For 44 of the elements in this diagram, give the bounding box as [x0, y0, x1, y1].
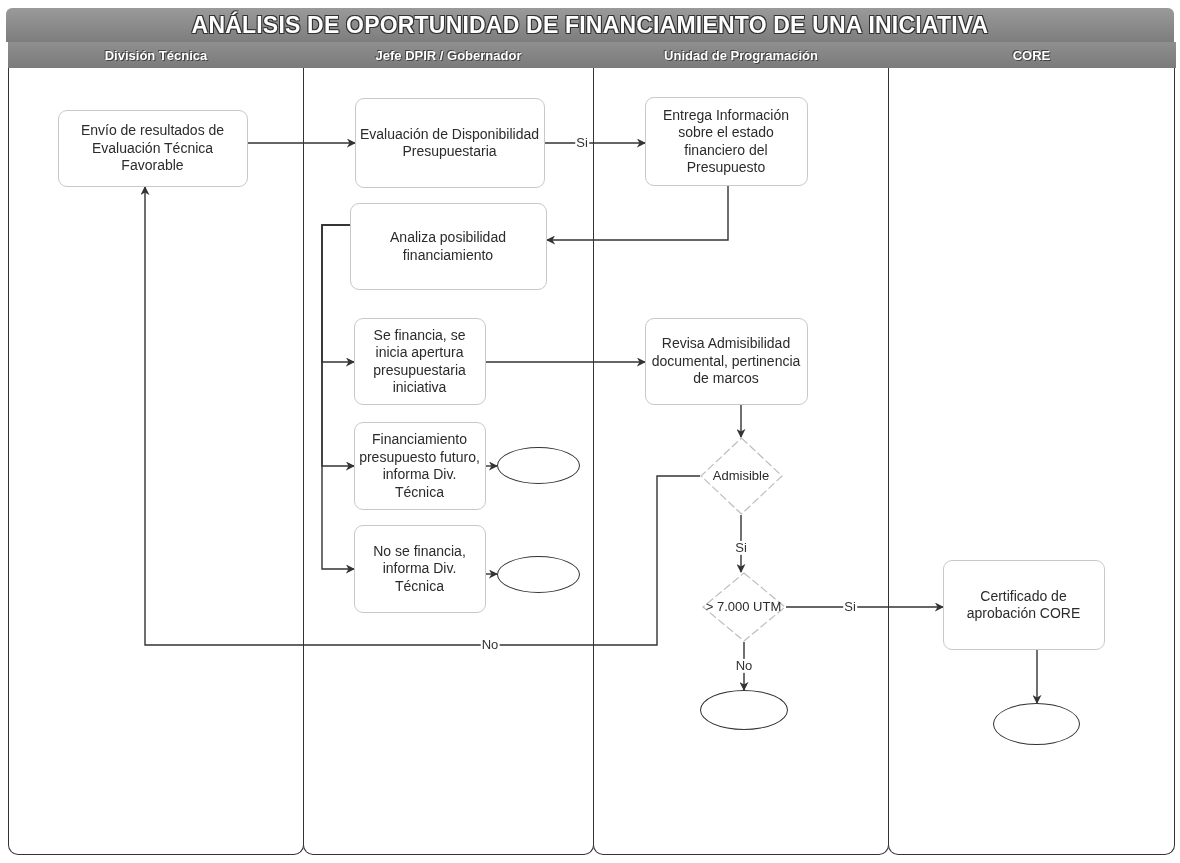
arrow [1032, 649, 1042, 704]
node-text: Entrega Información sobre el estado financiero del Presupuesto [661, 106, 791, 177]
diagram-title: ANÁLISIS DE OPORTUNIDAD DE FINANCIAMIENTO DE UNA INICIATIVA [191, 11, 989, 39]
arrow [140, 186, 701, 646]
arrow [485, 461, 498, 471]
node-text: Evaluación de Disponibilidad Presupuestaria [359, 125, 540, 161]
node-text: Revisa Admisibilidad documental, pertinencia de marcos [650, 335, 802, 388]
process-box [349, 203, 547, 290]
node-text: Analiza posibilidad financiamiento [389, 229, 507, 264]
node-text: Financiamiento presupuesto futuro, informa Div. Técnica [358, 431, 481, 501]
process-box [57, 110, 248, 187]
arrow [785, 602, 944, 612]
swimlane [303, 42, 594, 855]
process-box [353, 525, 486, 613]
arrow [321, 224, 355, 574]
node-text: No se financia, informa Div. Técnica [372, 542, 467, 596]
process-box [353, 318, 486, 405]
arrow [544, 138, 646, 148]
lane-header: CORE [1012, 47, 1051, 63]
swimlane [8, 42, 304, 855]
arrow [736, 404, 746, 438]
process-box [353, 422, 486, 510]
lane-header: Jefe DPIR / Gobernador [375, 47, 522, 63]
node-text: Envío de resultados de Evaluación Técnica Favorable [79, 122, 226, 175]
arrow [485, 357, 646, 367]
edge-label: Si [734, 540, 748, 556]
swimlane [593, 42, 889, 855]
lane-header: Unidad de Programación [664, 47, 818, 63]
arrow [546, 185, 729, 245]
arrow [485, 569, 498, 579]
process-box [354, 98, 545, 188]
node-text: Se financia, se inicia apertura presupuestaria iniciativa [372, 326, 467, 397]
process-box [644, 97, 808, 186]
node-text: > 7.000 UTM [705, 598, 782, 616]
swimlane [888, 42, 1175, 855]
edge-label: No [734, 658, 754, 674]
lane-header: División Técnica [104, 47, 208, 63]
node-text: Admisible [712, 467, 770, 485]
decision-diamond [701, 572, 786, 642]
process-box [644, 318, 808, 405]
arrow [247, 138, 356, 148]
decision-diamond [699, 437, 783, 515]
process-box [942, 560, 1105, 650]
node-text: Certificado de aprobación CORE [965, 587, 1082, 623]
